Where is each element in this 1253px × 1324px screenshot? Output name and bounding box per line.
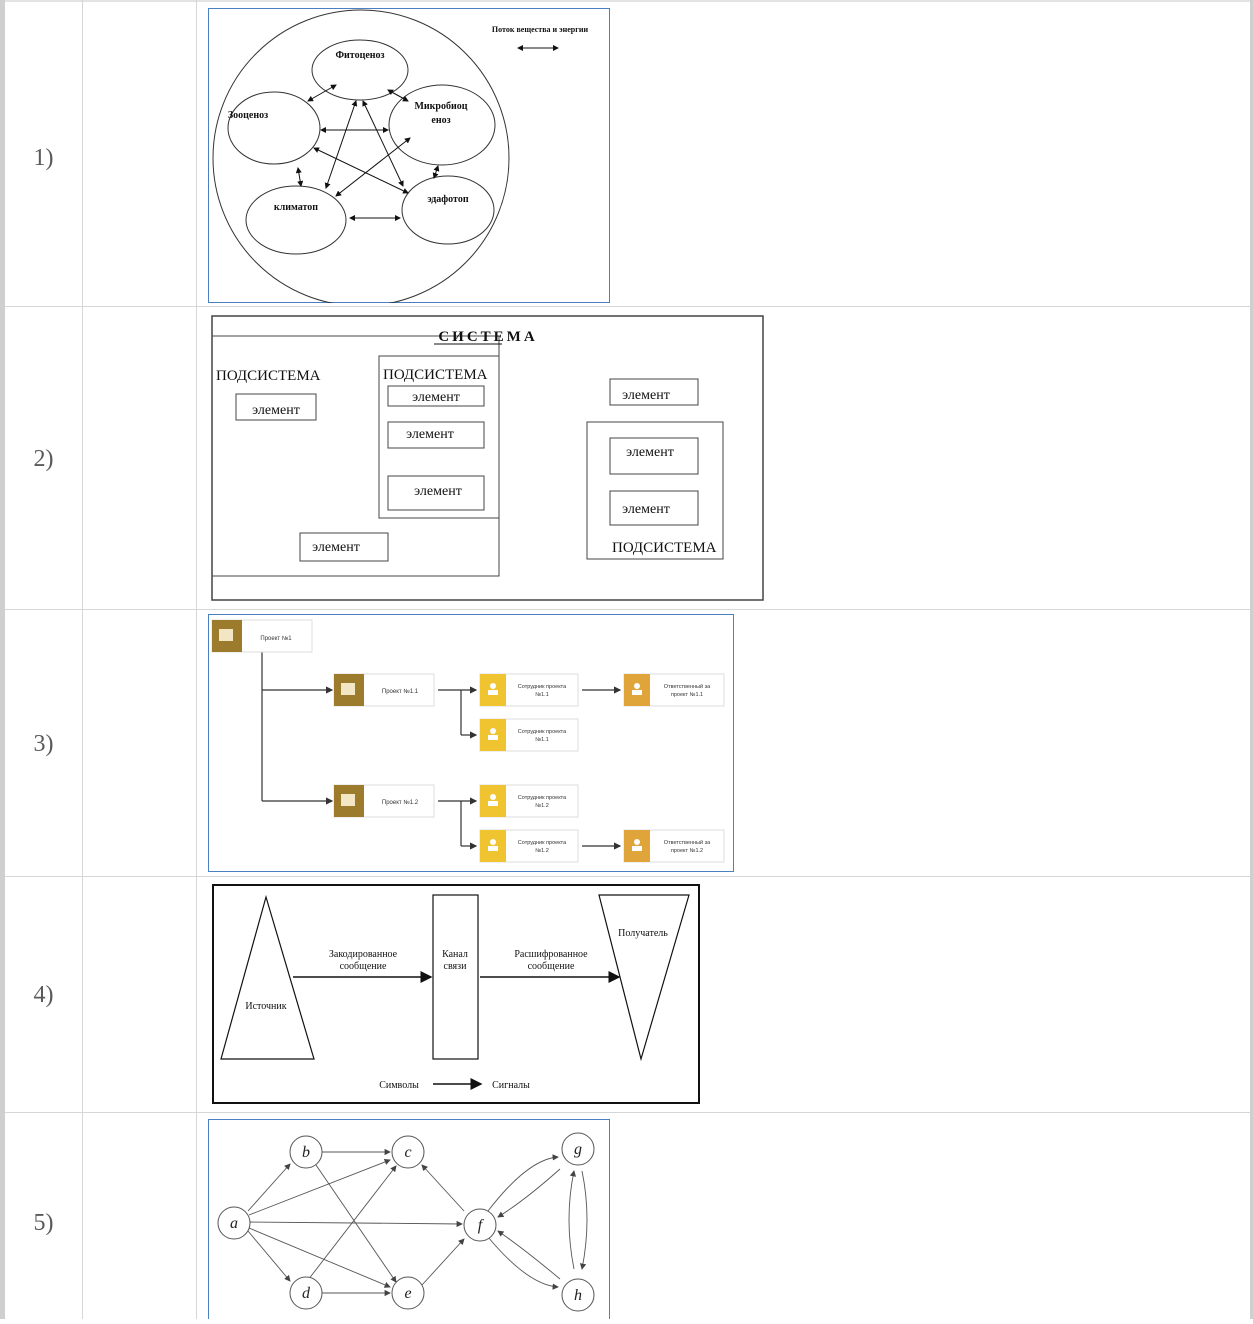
node-d: d: [302, 1285, 311, 1302]
responsible-label: Ответственный за: [664, 839, 711, 846]
encoded-label-2: сообщение: [340, 961, 387, 972]
element-label: элемент: [312, 540, 360, 555]
symbols-label: Символы: [379, 1080, 419, 1091]
row-number: 3): [33, 731, 54, 757]
employee-node: Сотрудник проекта №1.2: [479, 784, 579, 818]
project-node: Проект №1.2: [333, 784, 435, 818]
employee-sublabel: №1.1: [535, 692, 549, 698]
node-zoocenosis: Зооценоз: [228, 110, 268, 121]
right-border: [1250, 0, 1253, 1319]
element-label: элемент: [406, 427, 454, 442]
employee-node: Сотрудник проекта №1.1: [479, 673, 579, 707]
employee-node: Сотрудник проекта №1.1: [479, 718, 579, 752]
receiver-label: Получатель: [618, 928, 668, 939]
employee-label: Сотрудник проекта: [518, 840, 567, 846]
signals-label: Сигналы: [492, 1080, 530, 1091]
channel-label: Канал: [442, 949, 468, 960]
element-label: элемент: [622, 388, 670, 403]
element-label: элемент: [252, 403, 300, 418]
row-number: 1): [33, 145, 54, 171]
responsible-node: Ответственный за проект №1.1: [623, 673, 725, 707]
channel-label-2: связи: [444, 961, 468, 972]
employee-sublabel: №1.2: [535, 848, 549, 854]
node-b: b: [302, 1144, 310, 1161]
node-microbiocenosis: Микробиоц: [414, 101, 467, 112]
employee-node: Сотрудник проекта №1.2: [479, 829, 579, 863]
employee-sublabel: №1.1: [535, 737, 549, 743]
project-node: Проект №1.1: [333, 673, 435, 707]
ecosystem-diagram: Фитоценоз Зооценоз Микробиоц еноз климат…: [208, 8, 610, 307]
row-divider: [5, 1112, 1250, 1113]
decoded-label: Расшифрованное: [514, 949, 588, 960]
column-divider: [196, 0, 197, 1319]
employee-label: Сотрудник проекта: [518, 729, 567, 735]
row-number: 4): [33, 982, 54, 1008]
system-diagram: СИСТЕМА ПОДСИСТЕМА ПОДСИСТЕМА ПОДСИСТЕМА…: [210, 314, 766, 604]
row-divider: [5, 306, 1250, 307]
employee-label: Сотрудник проекта: [518, 684, 567, 690]
encoded-label: Закодированное: [329, 949, 398, 960]
directed-graph: a b c d e f g h: [208, 1119, 610, 1324]
legend-label: Поток вещества и энергии: [492, 25, 589, 34]
node-f: f: [478, 1217, 485, 1234]
responsible-node: Ответственный за проект №1.2: [623, 829, 725, 863]
subsystem-label-middle: ПОДСИСТЕМА: [383, 367, 488, 383]
node-edaphotope: эдафотоп: [427, 194, 468, 205]
node-h: h: [574, 1287, 582, 1304]
row-number: 5): [33, 1210, 54, 1236]
node-c: c: [404, 1144, 411, 1161]
row-number: 2): [33, 446, 54, 472]
employee-label: Сотрудник проекта: [518, 795, 567, 801]
project-label: Проект №1.1: [382, 688, 419, 695]
element-label: элемент: [412, 390, 460, 405]
node-e: e: [404, 1285, 411, 1302]
top-border: [5, 0, 1250, 2]
responsible-label: Ответственный за: [664, 683, 711, 690]
row-divider: [5, 876, 1250, 877]
node-a: a: [230, 1215, 238, 1232]
node-phytocenosis: Фитоценоз: [335, 50, 384, 61]
subsystem-label-left: ПОДСИСТЕМА: [216, 368, 321, 384]
element-label: элемент: [626, 445, 674, 460]
row-divider: [5, 609, 1250, 610]
element-label: элемент: [414, 484, 462, 499]
left-border: [0, 0, 5, 1319]
responsible-sublabel: проект №1.1: [671, 692, 703, 698]
project-org-chart: Проект №1 Проект №1.1 Проект №1.2: [208, 614, 734, 872]
node-climatope: климатоп: [274, 202, 318, 213]
root-node: Проект №1: [211, 619, 313, 653]
node-microbiocenosis-part2: еноз: [431, 115, 450, 126]
decoded-label-2: сообщение: [528, 961, 575, 972]
column-divider: [82, 0, 83, 1319]
communication-diagram: Источник Закодированное сообщение Канал …: [211, 883, 701, 1105]
root-label: Проект №1: [260, 635, 292, 642]
element-label: элемент: [622, 502, 670, 517]
responsible-sublabel: проект №1.2: [671, 848, 703, 854]
source-label: Источник: [245, 1001, 286, 1012]
subsystem-label-right: ПОДСИСТЕМА: [612, 540, 717, 556]
project-label: Проект №1.2: [382, 799, 419, 806]
system-title: СИСТЕМА: [438, 329, 537, 345]
employee-sublabel: №1.2: [535, 803, 549, 809]
node-g: g: [574, 1141, 582, 1158]
